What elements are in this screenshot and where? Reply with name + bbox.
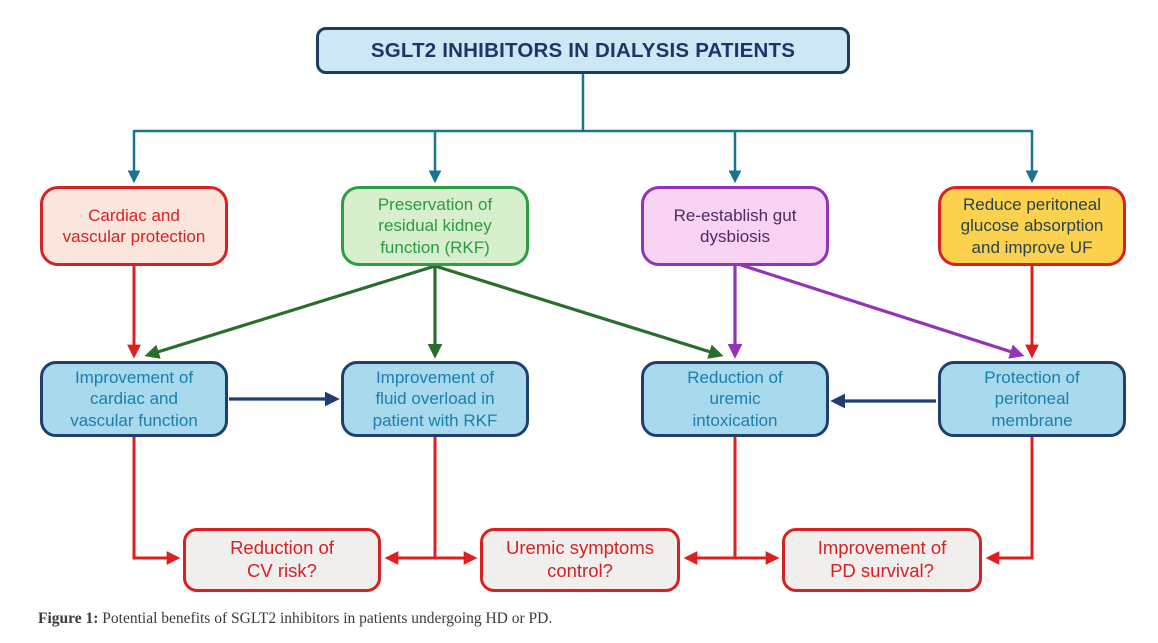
title-text: SGLT2 INHIBITORS IN DIALYSIS PATIENTS xyxy=(370,38,796,62)
question-box-pd-survival: Improvement of PD survival? xyxy=(782,528,982,592)
connector-uremic-split xyxy=(683,437,780,565)
question-box-uremic-symptoms: Uremic symptoms control? xyxy=(480,528,680,592)
caption-text: Potential benefits of SGLT2 inhibitors i… xyxy=(102,610,553,627)
outcome-box-uremic-intoxication: Reduction of uremic intoxication xyxy=(641,361,829,437)
connector-membrane-to-pd-survival xyxy=(985,437,1034,565)
outcome-label: Improvement of cardiac and vascular func… xyxy=(70,368,198,430)
outcome-label: Protection of peritoneal membrane xyxy=(984,368,1080,430)
benefit-label: Cardiac and vascular protection xyxy=(62,205,206,246)
figure-caption: Figure 1: Potential benefits of SGLT2 in… xyxy=(38,610,552,628)
connector-rkf-fanout xyxy=(144,264,724,359)
benefit-box-preservation-rkf: Preservation of residual kidney function… xyxy=(341,186,529,266)
title-box: SGLT2 INHIBITORS IN DIALYSIS PATIENTS xyxy=(316,27,850,74)
connector-title-tree xyxy=(127,74,1039,184)
question-label: Reduction of CV risk? xyxy=(230,537,334,581)
benefit-label: Re-establish gut dysbiosis xyxy=(673,205,797,246)
benefit-box-cardiac-vascular-protection: Cardiac and vascular protection xyxy=(40,186,228,266)
outcome-box-fluid-overload: Improvement of fluid overload in patient… xyxy=(341,361,529,437)
benefit-label: Reduce peritoneal glucose absorption and… xyxy=(960,195,1104,257)
connector-fluid-overload-split xyxy=(384,437,478,565)
outcome-box-peritoneal-membrane: Protection of peritoneal membrane xyxy=(938,361,1126,437)
question-label: Uremic symptoms control? xyxy=(505,537,654,581)
benefit-label: Preservation of residual kidney function… xyxy=(377,195,493,257)
caption-prefix: Figure 1: xyxy=(38,610,99,627)
outcome-label: Reduction of uremic intoxication xyxy=(687,368,783,430)
connector-cardiac-function-to-cv-risk xyxy=(132,437,181,565)
benefit-box-gut-dysbiosis: Re-establish gut dysbiosis xyxy=(641,186,829,266)
question-label: Improvement of PD survival? xyxy=(817,537,947,581)
outcome-label: Improvement of fluid overload in patient… xyxy=(372,368,498,430)
question-box-cv-risk: Reduction of CV risk? xyxy=(183,528,381,592)
benefit-box-peritoneal-glucose: Reduce peritoneal glucose absorption and… xyxy=(938,186,1126,266)
connector-dysbiosis-fanout xyxy=(727,263,1025,359)
outcome-box-cardiac-vascular-function: Improvement of cardiac and vascular func… xyxy=(40,361,228,437)
